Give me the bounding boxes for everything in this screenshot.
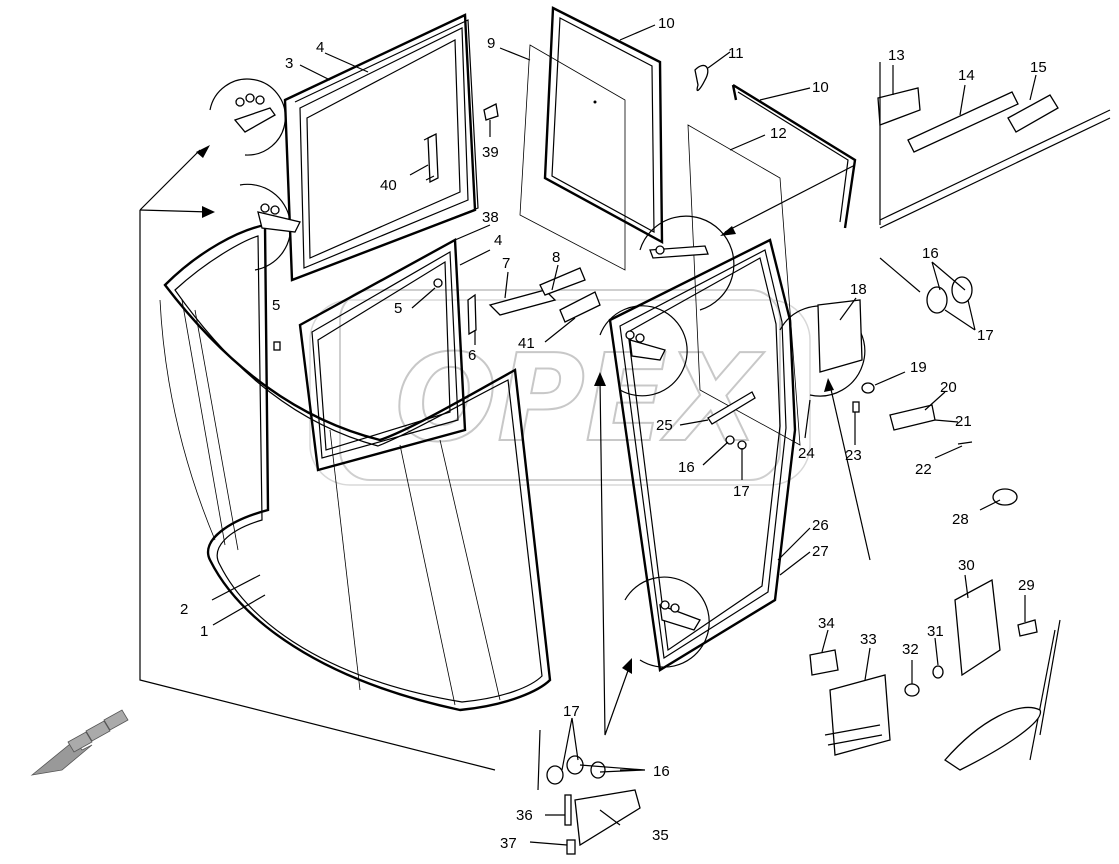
label-9: 9 xyxy=(487,35,495,52)
label-17-door: 17 xyxy=(733,483,750,500)
label-4-upper: 4 xyxy=(316,39,324,56)
label-24: 24 xyxy=(798,445,815,462)
label-40: 40 xyxy=(380,177,397,194)
label-10-right: 10 xyxy=(812,79,829,96)
label-13: 13 xyxy=(888,47,905,64)
hinge-details xyxy=(233,93,709,631)
small-parts xyxy=(273,64,1059,855)
cab-door xyxy=(608,238,797,672)
label-17-right: 17 xyxy=(977,327,994,344)
label-28: 28 xyxy=(952,511,969,528)
label-18: 18 xyxy=(850,281,867,298)
label-25: 25 xyxy=(656,417,673,434)
lower-window-frame xyxy=(298,238,467,472)
rails xyxy=(537,62,1111,791)
label-38: 38 xyxy=(482,209,499,226)
upper-window-frame xyxy=(283,13,479,282)
label-5-window: 5 xyxy=(394,300,402,317)
label-22: 22 xyxy=(915,461,932,478)
label-27: 27 xyxy=(812,543,829,560)
label-33: 33 xyxy=(860,631,877,648)
label-4-lower: 4 xyxy=(494,232,502,249)
label-10-upper: 10 xyxy=(658,15,675,32)
label-5-left: 5 xyxy=(272,297,280,314)
label-23: 23 xyxy=(845,447,862,464)
label-26: 26 xyxy=(812,517,829,534)
watermark-text: OPEX xyxy=(395,330,765,469)
label-21: 21 xyxy=(955,413,972,430)
label-34: 34 xyxy=(818,615,835,632)
label-19: 19 xyxy=(910,359,927,376)
label-16-door: 16 xyxy=(678,459,695,476)
label-39: 39 xyxy=(482,144,499,161)
label-41: 41 xyxy=(518,335,535,352)
arrows xyxy=(139,145,871,771)
window-seal-10 xyxy=(731,83,857,229)
label-32: 32 xyxy=(902,641,919,658)
label-1: 1 xyxy=(200,623,208,640)
window-frame-10 xyxy=(543,6,664,245)
label-30: 30 xyxy=(958,557,975,574)
label-16-bottom: 16 xyxy=(653,763,670,780)
label-6: 6 xyxy=(468,347,476,364)
label-12: 12 xyxy=(770,125,787,142)
label-14: 14 xyxy=(958,67,975,84)
opex-watermark: OPEX xyxy=(309,289,811,486)
label-11: 11 xyxy=(728,45,744,62)
label-37: 37 xyxy=(500,835,517,852)
label-2: 2 xyxy=(180,601,188,618)
glass-panel-12 xyxy=(687,124,801,446)
label-3: 3 xyxy=(285,55,293,72)
leader-lines xyxy=(211,24,1037,846)
label-17-bottom: 17 xyxy=(563,703,580,720)
label-36: 36 xyxy=(516,807,533,824)
part-labels: 1 2 3 4 4 5 5 6 7 8 9 10 10 11 12 13 14 … xyxy=(180,15,1047,852)
door-handle xyxy=(423,132,439,184)
label-35: 35 xyxy=(652,827,669,844)
label-15: 15 xyxy=(1030,59,1047,76)
label-8: 8 xyxy=(552,249,560,266)
glass-panel-9 xyxy=(519,44,626,271)
front-direction-arrow xyxy=(30,709,129,776)
label-31: 31 xyxy=(927,623,944,640)
front-windshield xyxy=(159,223,552,712)
label-29: 29 xyxy=(1018,577,1035,594)
label-20: 20 xyxy=(940,379,957,396)
hinge-bar-25 xyxy=(707,391,756,425)
label-7: 7 xyxy=(502,255,510,272)
label-16-right: 16 xyxy=(922,245,939,262)
